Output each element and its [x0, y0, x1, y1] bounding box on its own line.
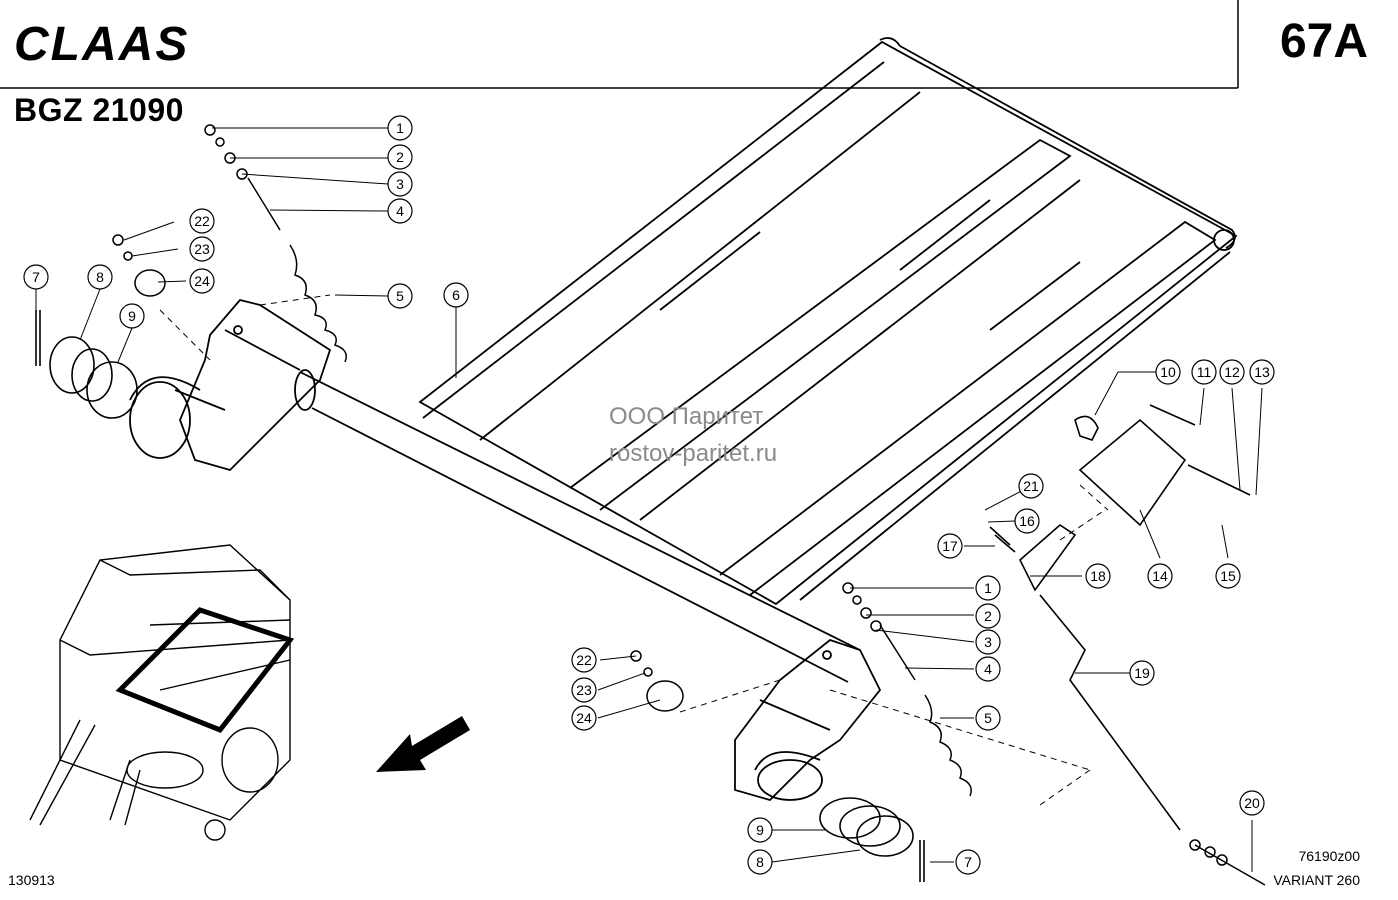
callout-label: 5	[984, 710, 992, 726]
sensor-plate	[989, 404, 1251, 592]
callout-label: 1	[396, 120, 404, 136]
callout-label: 2	[984, 608, 992, 624]
callout-label: 22	[576, 652, 592, 668]
left-rings	[35, 310, 138, 419]
right-arm	[734, 638, 882, 802]
callout-label: 17	[942, 538, 958, 554]
callout-label: 24	[576, 710, 592, 726]
callout-label: 4	[396, 203, 404, 219]
callout-label: 10	[1160, 364, 1176, 380]
callout-label: 3	[396, 176, 404, 192]
variant-label: VARIANT 260	[1273, 872, 1360, 888]
callout-label: 23	[194, 241, 210, 257]
drawing-code: 76190z00	[1298, 848, 1360, 864]
callout-label: 9	[128, 308, 136, 324]
dashed-guides	[159, 294, 1109, 806]
roller-frame	[418, 37, 1238, 606]
callout-label: 8	[756, 854, 764, 870]
callout-label: 22	[194, 213, 210, 229]
callout-label: 13	[1254, 364, 1270, 380]
callout-label: 2	[396, 149, 404, 165]
left-arm	[129, 298, 332, 472]
callout-label: 20	[1244, 795, 1260, 811]
right-spring-set	[842, 582, 972, 797]
left-spring-set	[204, 124, 347, 363]
callout-label: 24	[194, 273, 210, 289]
bolt-20	[1189, 839, 1266, 886]
callout-label: 5	[396, 288, 404, 304]
callout-label: 4	[984, 661, 992, 677]
callout-label: 15	[1220, 568, 1236, 584]
page-code: 67A	[1279, 15, 1368, 68]
leader-lines	[35, 127, 1263, 872]
watermark-line2: rostov-paritet.ru	[609, 440, 778, 467]
callout-label: 16	[1019, 513, 1035, 529]
callout-label: 7	[964, 854, 972, 870]
callout-label: 18	[1090, 568, 1106, 584]
footer-code: 130913	[8, 872, 55, 888]
callout-label: 21	[1023, 478, 1039, 494]
callout-label: 12	[1224, 364, 1240, 380]
callout-label: 11	[1197, 364, 1212, 380]
brand-text: CLAAS	[14, 18, 189, 68]
callout-label: 23	[576, 682, 592, 698]
link-rod	[1039, 594, 1181, 831]
callout-label: 1	[984, 580, 992, 596]
callout-labels: 1 2 3 4 5 6 7 8 9 22 23 24 10 11 12 13 1…	[32, 120, 1270, 870]
direction-arrow	[376, 716, 470, 772]
callout-label: 6	[452, 287, 460, 303]
watermark: ООО Паритет rostov-paritet.ru	[609, 398, 777, 472]
watermark-line1: ООО Паритет	[609, 403, 764, 430]
callout-label: 9	[756, 822, 764, 838]
claas-logo: CLAAS	[14, 18, 189, 68]
callout-label: 14	[1152, 568, 1168, 584]
callouts	[23, 115, 1275, 875]
callout-label: 3	[984, 634, 992, 650]
document-id: BGZ 21090	[14, 92, 184, 128]
baler-inset	[29, 544, 295, 841]
right-rings	[819, 797, 925, 882]
callout-label: 19	[1134, 665, 1150, 681]
callout-label: 8	[96, 269, 104, 285]
callout-label: 7	[32, 269, 40, 285]
main-shaft	[294, 369, 861, 683]
